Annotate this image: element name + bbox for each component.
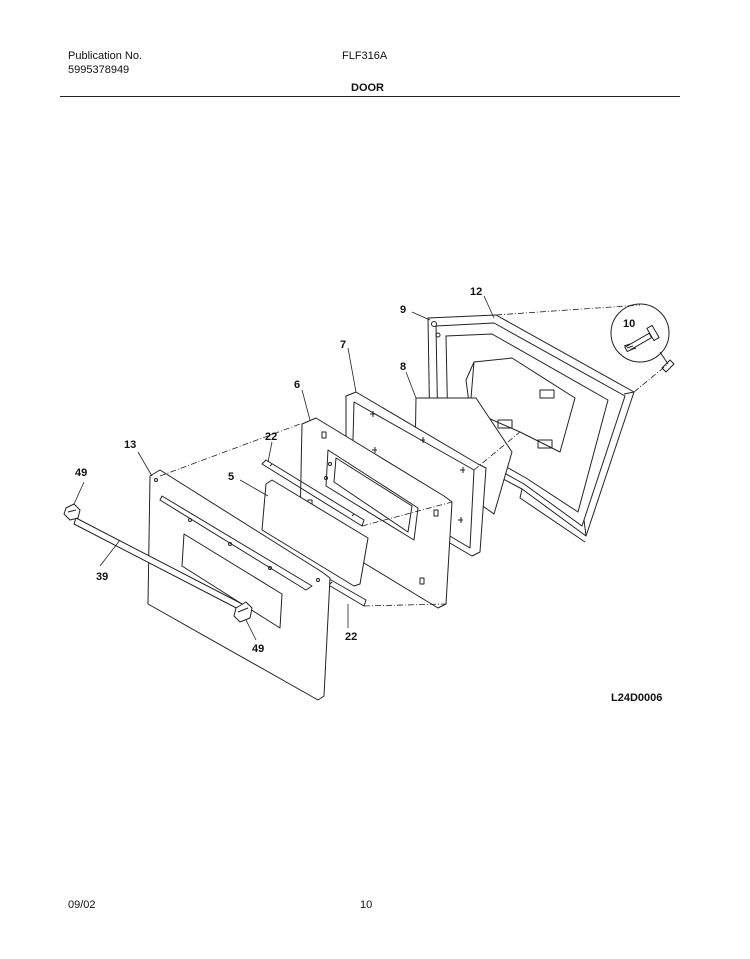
door-window-glass — [261, 479, 369, 587]
callout-5: 5 — [228, 471, 234, 483]
handle-end-cap-left — [63, 503, 81, 521]
callout-13: 13 — [124, 439, 136, 451]
door-trim-strip-top — [261, 459, 365, 527]
page-number: 10 — [360, 899, 373, 911]
diagram-code: L24D0006 — [611, 692, 662, 704]
callout-6: 6 — [294, 379, 300, 391]
callout-8: 8 — [400, 361, 406, 373]
callout-22-top: 22 — [265, 431, 277, 443]
model-number: FLF316A — [342, 50, 388, 62]
callout-22-bottom: 22 — [345, 631, 357, 643]
callout-49-right: 49 — [252, 643, 264, 655]
callout-39: 39 — [96, 571, 108, 583]
callout-9: 9 — [400, 304, 406, 316]
callout-labels: 12 9 10 7 8 6 22 13 5 49 39 49 22 L24D00… — [75, 286, 662, 704]
section-title: DOOR — [351, 82, 384, 94]
callout-7: 7 — [340, 339, 346, 351]
handle-end-cap-right — [233, 601, 253, 623]
leader-lines — [73, 295, 669, 641]
screw-detail-bubble — [610, 303, 675, 373]
header-rule — [60, 96, 680, 97]
outer-door-panel — [147, 469, 331, 701]
publication-number: 5995378949 — [68, 64, 130, 76]
callout-10: 10 — [623, 318, 635, 330]
footer-date: 09/02 — [68, 899, 96, 911]
callout-49-left: 49 — [75, 467, 87, 479]
callout-12: 12 — [470, 286, 482, 298]
publication-label: Publication No. — [68, 50, 142, 62]
